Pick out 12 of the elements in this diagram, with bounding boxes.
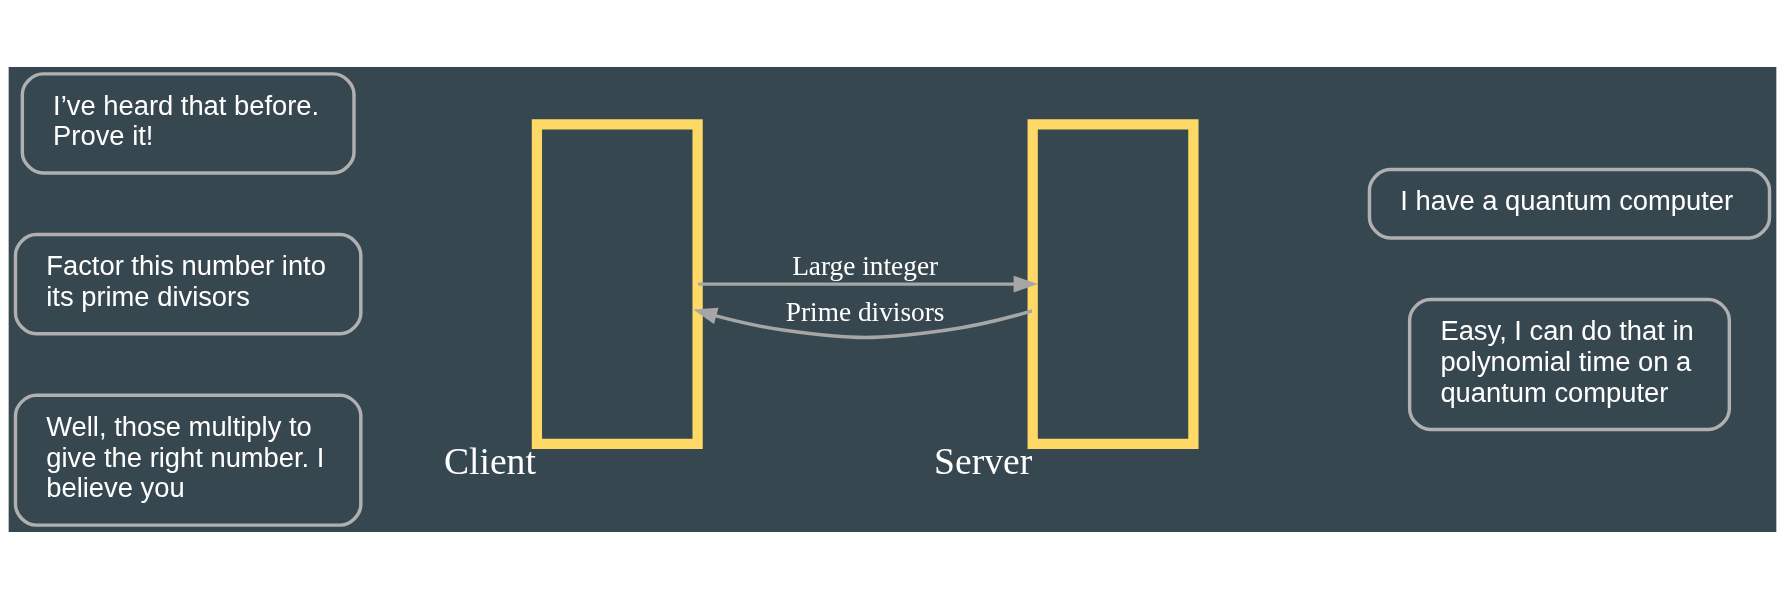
node-box: I have a quantum computer bbox=[1367, 167, 1772, 240]
edge-label: Large integer bbox=[792, 251, 939, 282]
arrow bbox=[693, 307, 1033, 340]
edge-label: Prime divisors bbox=[785, 297, 945, 328]
node-box: Well, those multiply to give the right number. I believe you bbox=[13, 393, 363, 527]
node-label: Server bbox=[934, 440, 1033, 483]
node-box: Factor this number into its prime divisors bbox=[13, 232, 363, 336]
node-box bbox=[1027, 119, 1199, 450]
node-box: I’ve heard that before. Prove it! bbox=[20, 72, 356, 175]
arrow bbox=[698, 275, 1038, 293]
node-label: Client bbox=[443, 440, 536, 483]
node-box: Easy, I can do that in polynomial time on a quantum computer bbox=[1407, 297, 1732, 432]
